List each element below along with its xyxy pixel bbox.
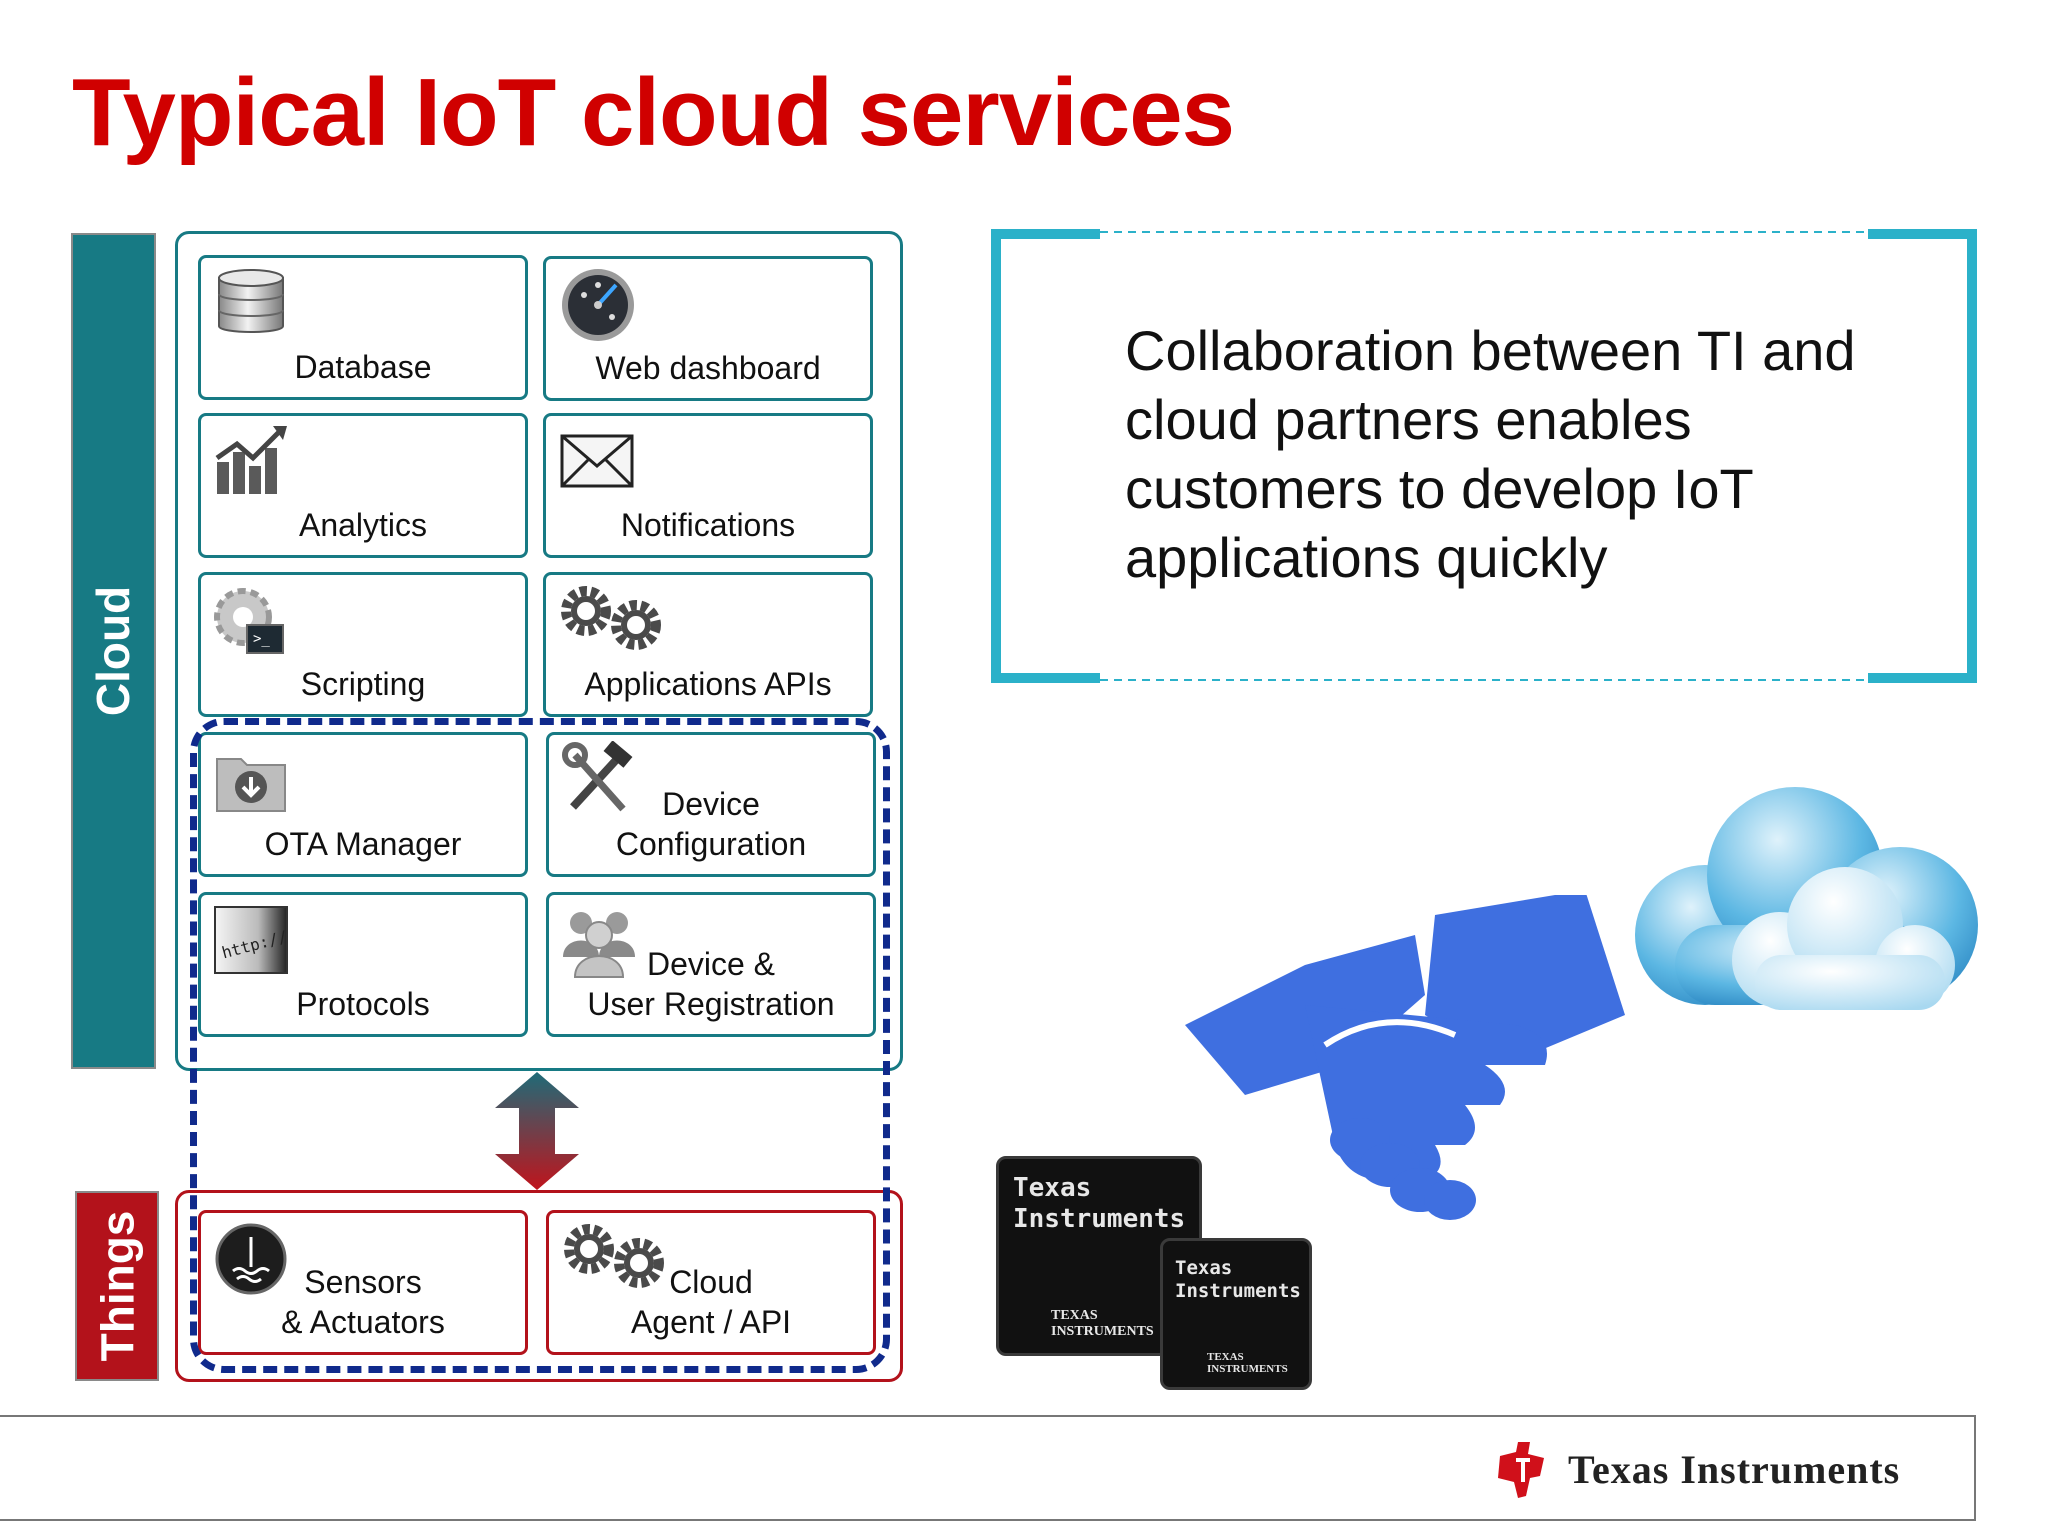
things-tile-cloud-agent-api: Cloud Agent / API — [546, 1210, 876, 1355]
http-icon: http:// — [214, 906, 290, 974]
description-bracket-frame — [991, 229, 1977, 683]
device-management-dashed-region — [190, 718, 890, 1373]
cloud-illustration-icon — [1635, 787, 1978, 1010]
cloud-layer-bar: Cloud — [71, 233, 156, 1069]
tile-label: Database — [294, 349, 432, 385]
svg-text:>_: >_ — [253, 631, 270, 647]
cloud-services-frame — [175, 231, 903, 1071]
chip-brand-text: Texas Instruments — [1013, 1173, 1186, 1235]
download-folder-icon — [216, 758, 286, 812]
chart-icon — [215, 426, 287, 494]
sensor-icon — [215, 1223, 287, 1295]
things-frame — [175, 1190, 903, 1382]
ti-logo-icon — [1498, 1442, 1544, 1498]
bidirectional-arrow-icon — [495, 1072, 579, 1190]
service-tile-analytics: Analytics — [198, 413, 528, 558]
service-tile-protocols: http:// Protocols — [198, 892, 528, 1037]
chip-brand-text: Texas Instruments — [1175, 1257, 1301, 1302]
database-icon — [218, 269, 284, 333]
service-tile-applications-apis: Applications APIs — [543, 572, 873, 717]
tile-label: Cloud Agent / API — [630, 1264, 792, 1340]
tile-label: Applications APIs — [584, 666, 832, 702]
things-layer-label: Things — [91, 1210, 144, 1362]
tile-label: Scripting — [300, 666, 426, 702]
tools-icon — [562, 741, 633, 812]
chip-logo-text: TEXAS INSTRUMENTS — [1051, 1308, 1154, 1339]
tile-label: Notifications — [620, 507, 796, 543]
description-text: Collaboration between TI and cloud partn… — [1125, 319, 1856, 589]
service-tile-scripting: >_ Scripting — [198, 572, 528, 717]
footer-bar — [0, 1415, 1976, 1521]
ti-chip-small: Texas Instruments TEXAS INSTRUMENTS — [1160, 1238, 1312, 1390]
gauge-icon — [562, 269, 634, 341]
envelope-icon — [560, 434, 634, 488]
service-tile-ota-manager: OTA Manager — [198, 732, 528, 877]
tile-label: Sensors & Actuators — [281, 1264, 445, 1340]
service-tile-device-configuration: Device Configuration — [546, 732, 876, 877]
things-layer-bar: Things — [75, 1191, 159, 1381]
cloud-layer-label: Cloud — [87, 585, 140, 717]
service-tile-device-user-registration: Device & User Registration — [546, 892, 876, 1037]
tile-label: Protocols — [296, 986, 430, 1022]
chip-logo-text: TEXAS INSTRUMENTS — [1207, 1350, 1288, 1375]
service-tile-web-dashboard: Web dashboard — [543, 256, 873, 401]
gears-icon — [564, 1224, 664, 1288]
tile-label: OTA Manager — [264, 826, 462, 862]
footer-brand-text: Texas Instruments — [1568, 1447, 1901, 1492]
gears-icon — [561, 586, 661, 650]
page-title: Typical IoT cloud services — [72, 59, 1235, 166]
handshake-icon — [1185, 895, 1625, 1220]
service-tile-notifications: Notifications — [543, 413, 873, 558]
users-icon — [563, 912, 635, 978]
tile-label: Analytics — [298, 507, 428, 543]
tile-label: Device & User Registration — [587, 946, 835, 1022]
things-tile-sensors-actuators: Sensors & Actuators — [198, 1210, 528, 1355]
tile-label: Device Configuration — [615, 786, 807, 862]
service-tile-database: Database — [198, 255, 528, 400]
terminal-gear-icon: >_ — [214, 588, 284, 654]
tile-label: Web dashboard — [595, 350, 821, 386]
